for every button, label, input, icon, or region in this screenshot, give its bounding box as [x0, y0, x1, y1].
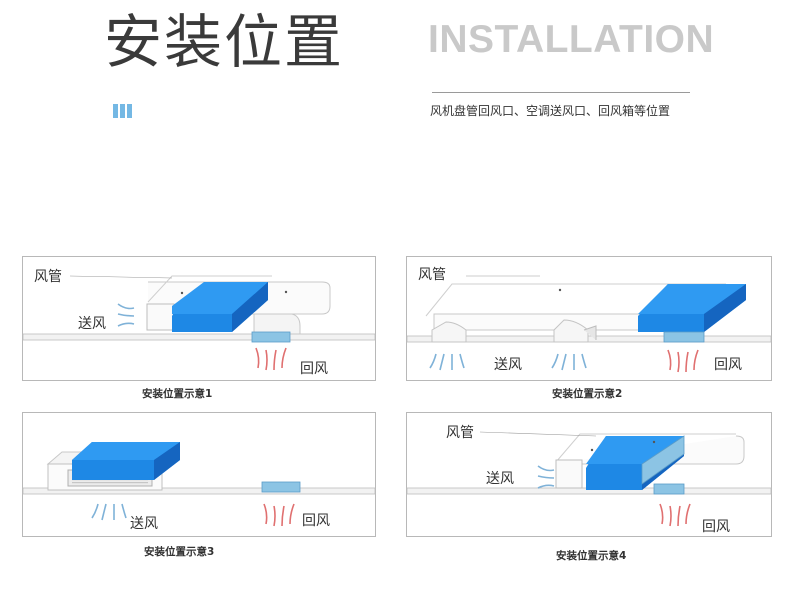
return-label: 回风 [300, 361, 328, 377]
diagram-caption: 安装位置示意1 [142, 388, 213, 400]
return-label: 回风 [702, 519, 730, 535]
supply-label: 送风 [486, 471, 514, 487]
duct-label: 风管 [446, 425, 474, 441]
supply-label: 送风 [130, 516, 158, 532]
duct-label: 风管 [418, 267, 446, 283]
page-title: 安装位置 [104, 8, 345, 76]
diagram-4: 风管 送风 回风 安装位置示意4 [406, 412, 772, 568]
supply-label: 送风 [494, 357, 522, 373]
diagram-3-illustration [22, 412, 376, 537]
page-title-english: INSTALLATION [428, 18, 715, 61]
diagram-2: 风管 送风 回风 安装位置示意2 [406, 256, 772, 406]
diagram-1-illustration [22, 256, 376, 381]
page-subtitle: 风机盘管回风口、空调送风口、回风箱等位置 [430, 104, 671, 118]
duct-label: 风管 [34, 269, 62, 285]
title-divider [432, 92, 690, 93]
diagram-caption: 安装位置示意3 [144, 546, 215, 558]
return-label: 回风 [714, 357, 742, 373]
diagram-2-illustration [406, 256, 772, 381]
diagram-3: 送风 回风 安装位置示意3 [22, 412, 376, 564]
diagram-caption: 安装位置示意4 [556, 550, 627, 562]
return-label: 回风 [302, 513, 330, 529]
diagram-caption: 安装位置示意2 [552, 388, 623, 400]
decorative-bars [113, 104, 132, 118]
diagram-1: 风管 送风 回风 安装位置示意1 [22, 256, 376, 406]
supply-label: 送风 [78, 316, 106, 332]
diagram-4-illustration [406, 412, 772, 537]
